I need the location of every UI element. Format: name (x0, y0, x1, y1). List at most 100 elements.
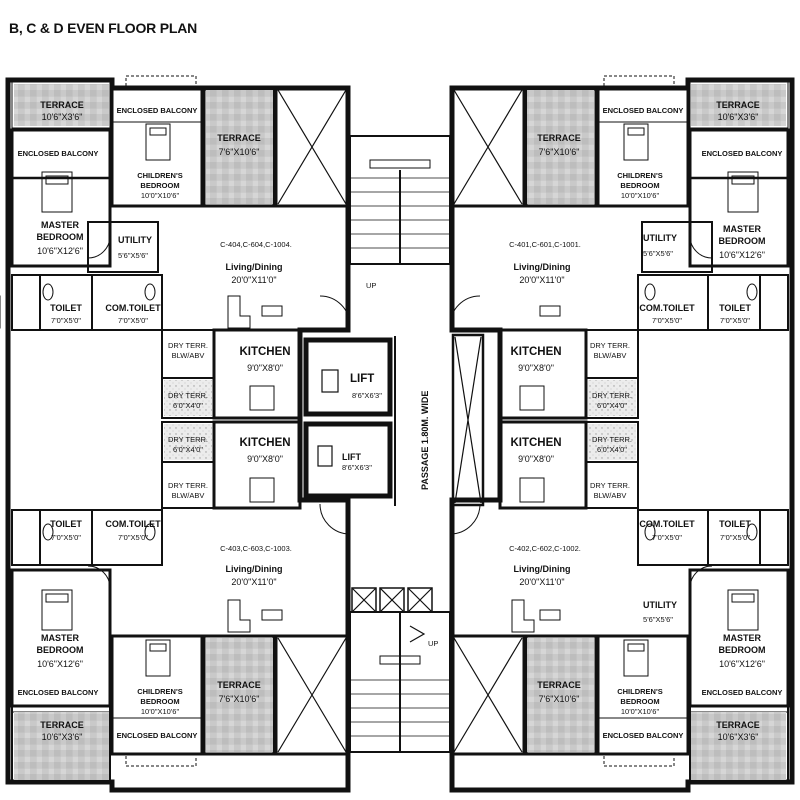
unit-number-label: C-403,C-603,C-1003. (220, 544, 292, 553)
terrace-label: TERRACE (537, 680, 581, 690)
com-toilet-dimension: 7'0"X5'0" (118, 533, 148, 542)
bed-icon (727, 589, 759, 631)
children-bedroom-dimension: 10'0"X10'6" (621, 707, 660, 716)
toilet-label: TOILET (50, 303, 82, 313)
master-bedroom-label: BEDROOM (719, 645, 766, 655)
bed-icon (145, 639, 171, 677)
dry-terrace-label: DRY TERR. (592, 435, 632, 444)
utility-label: UTILITY (118, 235, 152, 245)
children-bedroom-label: BEDROOM (620, 697, 659, 706)
terrace-dimension: 7'6"X10'6" (219, 147, 260, 157)
utility-dimension: 5'6"X5'6" (118, 251, 148, 260)
com-toilet-dimension: 7'0"X5'0" (652, 533, 682, 542)
dry-terrace-dimension: 6'0"X4'0" (597, 401, 627, 410)
enclosed-balcony-label: ENCLOSED BALCONY (117, 731, 198, 740)
kitchen-stove-icon (249, 385, 545, 503)
living-dining-label: Living/Dining (226, 564, 283, 574)
lift-dimension: 8'6"X6'3" (342, 463, 372, 472)
terrace-dimension: 10'6"X3'6" (718, 732, 759, 742)
lift-label: LIFT (342, 452, 361, 462)
toilet-label: TOILET (50, 519, 82, 529)
bed-icon (623, 123, 649, 161)
bed-icon (41, 589, 73, 631)
com-toilet-dimension: 7'0"X5'0" (652, 316, 682, 325)
master-bedroom-dimension: 10'6"X12'6" (719, 659, 765, 669)
terrace-label: TERRACE (217, 680, 261, 690)
master-bedroom-label: BEDROOM (719, 236, 766, 246)
unit-number-label: C-404,C-604,C-1004. (220, 240, 292, 249)
dry-terrace-label: BLW/ABV (594, 351, 627, 360)
door-swings (87, 235, 713, 589)
terrace-label: TERRACE (217, 133, 261, 143)
com-toilet-label: COM.TOILET (639, 303, 695, 313)
dry-terrace-label: DRY TERR. (168, 435, 208, 444)
master-bedroom-label: BEDROOM (37, 232, 84, 242)
terrace-label: TERRACE (40, 720, 84, 730)
terrace-dimension: 10'6"X3'6" (42, 112, 83, 122)
kitchen-label: KITCHEN (239, 346, 290, 358)
enclosed-balcony-label: ENCLOSED BALCONY (702, 688, 783, 697)
passage-label: PASSAGE 1.80M. WIDE (420, 391, 430, 490)
kitchen-dimension: 9'0"X8'0" (518, 454, 554, 464)
children-bedroom-label: BEDROOM (140, 181, 179, 190)
dry-terrace-label: DRY TERR. (590, 481, 630, 490)
terrace-label: TERRACE (716, 100, 760, 110)
unit-number-label: C-401,C-601,C-1001. (509, 240, 581, 249)
children-bedroom-dimension: 10'0"X10'6" (141, 707, 180, 716)
living-dining-dimension: 20'0"X11'0" (231, 577, 276, 587)
living-dining-dimension: 20'0"X11'0" (519, 275, 564, 285)
kitchen-dimension: 9'0"X8'0" (247, 454, 283, 464)
master-bedroom-label: BEDROOM (37, 645, 84, 655)
dry-terrace-label: DRY TERR. (590, 341, 630, 350)
master-bedroom-label: MASTER (723, 224, 762, 234)
duct-shafts (277, 89, 523, 753)
toilet-dimension: 7'0"X5'0" (720, 316, 750, 325)
children-bedroom-dimension: 10'0"X10'6" (621, 191, 660, 200)
kitchen-label: KITCHEN (510, 346, 561, 358)
terrace-dimension: 7'6"X10'6" (539, 694, 580, 704)
furniture (0, 123, 759, 677)
right-wing-walls (449, 77, 795, 793)
com-toilet-label: COM.TOILET (105, 519, 161, 529)
bed-icon (145, 123, 171, 161)
children-bedroom-label: BEDROOM (140, 697, 179, 706)
master-bedroom-dimension: 10'6"X12'6" (37, 246, 83, 256)
enclosed-balcony-label: ENCLOSED BALCONY (18, 688, 99, 697)
balcony-ledges (125, 75, 675, 767)
living-dining-label: Living/Dining (226, 262, 283, 272)
enclosed-balcony-label: ENCLOSED BALCONY (603, 731, 684, 740)
com-toilet-label: COM.TOILET (105, 303, 161, 313)
unit-bottom-right: KITCHEN 9'0"X8'0" DRY TERR. 6'0"X4'0" DR… (509, 435, 782, 742)
lift-label: LIFT (350, 373, 374, 385)
bed-icon (41, 171, 73, 213)
toilet-label: TOILET (719, 303, 751, 313)
utility-dimension: 5'6"X5'6" (643, 615, 673, 624)
children-bedroom-label: BEDROOM (620, 181, 659, 190)
bed-icon (623, 639, 649, 677)
terrace-dimension: 7'6"X10'6" (219, 694, 260, 704)
lift-dimension: 8'6"X6'3" (352, 391, 382, 400)
terrace-label: TERRACE (40, 100, 84, 110)
children-bedroom-label: CHILDREN'S (137, 171, 183, 180)
enclosed-balcony-label: ENCLOSED BALCONY (603, 106, 684, 115)
utility-label: UTILITY (643, 600, 677, 610)
living-dining-label: Living/Dining (514, 262, 571, 272)
stair-up-label: UP (366, 281, 376, 290)
utility-dimension: 5'6"X5'6" (643, 249, 673, 258)
sofa-icon (0, 295, 251, 329)
dry-terrace-label: DRY TERR. (592, 391, 632, 400)
terrace-textures (14, 84, 786, 780)
dry-terrace-label: BLW/ABV (172, 351, 205, 360)
utility-label: UTILITY (643, 233, 677, 243)
kitchen-dimension: 9'0"X8'0" (518, 363, 554, 373)
toilet-icon (42, 283, 758, 541)
terrace-dimension: 10'6"X3'6" (718, 112, 759, 122)
master-bedroom-label: MASTER (41, 220, 80, 230)
kitchen-label: KITCHEN (239, 437, 290, 449)
toilet-dimension: 7'0"X5'0" (720, 533, 750, 542)
dry-terrace-label: BLW/ABV (172, 491, 205, 500)
kitchen-dimension: 9'0"X8'0" (247, 363, 283, 373)
master-bedroom-dimension: 10'6"X12'6" (719, 250, 765, 260)
terrace-label: TERRACE (716, 720, 760, 730)
